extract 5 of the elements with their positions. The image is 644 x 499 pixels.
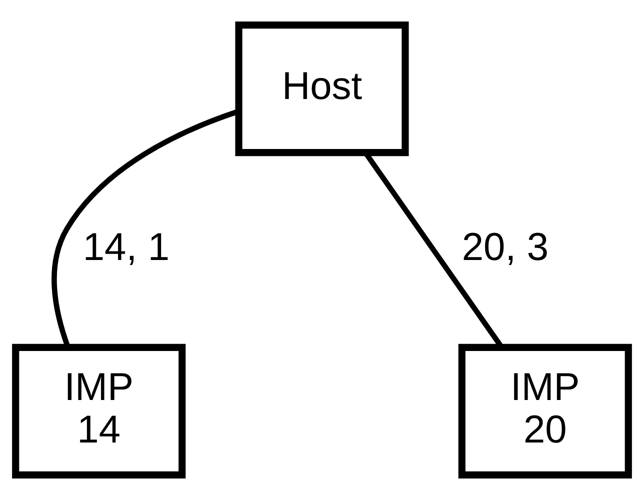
node-box: Host	[235, 21, 409, 156]
edge-label: 14, 1	[82, 225, 170, 268]
node-box: IMP 20	[458, 343, 632, 478]
edge-label: 20, 3	[462, 225, 549, 268]
node-box: IMP 14	[12, 343, 186, 478]
